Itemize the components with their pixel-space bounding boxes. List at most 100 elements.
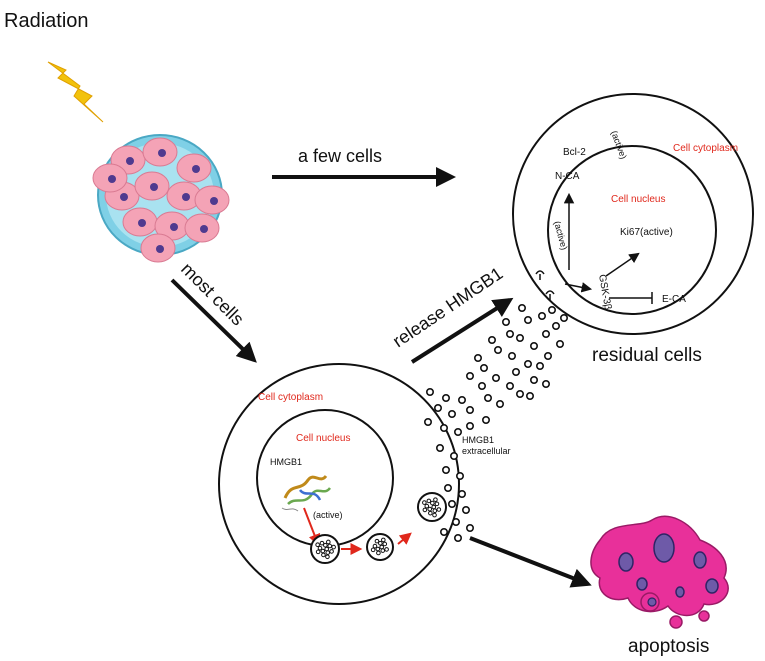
hmgb1-particle [449,451,458,460]
bcl2-label: Bcl-2 [563,147,586,158]
dish-cell-nucleus [210,197,218,205]
vesicle-content [315,549,321,555]
hmgb1-particles [423,303,568,542]
vesicle-content [430,500,435,506]
vesicle-content [317,545,323,551]
hmgb1-particle [543,351,552,360]
hmgb1-particle [451,517,460,526]
hmgb1-particle [541,329,550,338]
hmgb1-particle [523,315,532,324]
hmgb1-particle [433,403,442,412]
hmgb1-releasing-cell: Cell cytoplasm Cell nucleus HMGB1 (activ… [218,363,460,605]
vesicle-content [380,548,386,553]
release-hmgb1-arrow [410,297,514,364]
cell-culture-dish [92,134,230,263]
vesicle-content [370,547,376,553]
vesicle-content [327,543,333,549]
dish-cell-nucleus [108,175,116,183]
hmgb1-particle [507,351,516,360]
hmgb1-particle [535,361,544,370]
hmgb1-particle [493,345,502,354]
vesicle-content [329,549,334,554]
vesicle-content [434,501,440,507]
residual-cell: Cell cytoplasm Cell nucleus (active) Bcl… [512,93,754,335]
ki67-label: Ki67(active) [620,227,673,238]
hmgb1-particle [555,339,564,348]
vesicle-content [376,550,381,556]
hmgb1-particle [559,313,568,322]
hmgb1-particle [491,373,500,382]
vesicle-content [326,539,331,545]
hmgb1-particle [537,311,546,320]
vesicle-content [436,507,442,512]
vesicle-content [428,510,433,516]
hmgb1-particle [501,317,510,326]
hmgb1-particle [455,471,464,480]
most-cells-arrow [170,278,257,363]
vesicle-content [372,543,378,549]
hmgb1-particle [465,371,474,380]
vesicle-content [378,540,383,546]
apoptosis-arrow [469,536,592,588]
hmgb1-particle [511,367,520,376]
vesicle-content [422,500,427,505]
vesicle-content [319,540,325,546]
residual-nucleus-label: Cell nucleus [611,194,665,205]
hmgb1-particle [479,363,488,372]
dish-cell-nucleus [120,193,128,201]
hmgb1-particle [525,391,534,400]
hmgb1-particle [487,335,496,344]
vesicle-content [325,554,330,560]
dish-cell-nucleus [156,245,164,253]
vesicle-content [331,544,336,550]
nucleus-label: Cell nucleus [296,433,350,444]
dish-cell-nucleus [126,157,134,165]
vesicle-content [374,538,380,544]
hmgb1-particle [465,405,474,414]
radiation-label: Radiation [4,10,89,32]
hmgb1-particle [457,489,466,498]
hmgb1-particle [529,375,538,384]
hmgb1-particle [523,359,532,368]
vesicle-content [315,542,320,548]
vesicle-content [422,507,428,513]
receptor-to-gsk-arrow [564,282,593,293]
hmgb1-receptor-icon [535,270,545,280]
vesicle-exit-arrow [397,532,412,545]
hmgb1-particle [473,353,482,362]
vesicle-content [384,547,389,552]
dish-cell-nucleus [158,149,166,157]
hmgb1-particle [439,527,448,536]
hmgb1-particle [505,329,514,338]
vesicle-content [426,498,432,504]
vesicle-content [427,506,433,512]
hmgb1-particle [495,399,504,408]
vesicle-content [382,541,388,547]
hmgb1-particle [517,303,526,312]
hmgb1-particle [505,381,514,390]
cytoplasm-label: Cell cytoplasm [258,392,323,403]
hmgb1-particle [465,421,474,430]
dish-cell-nucleus [182,193,190,201]
hmgb1-particle [461,505,470,514]
dish-cell-nucleus [150,183,158,191]
hmgb1-particle [453,533,462,542]
hmgb1-extracellular-label: HMGB1 [462,435,494,445]
hmgb1-particle [477,381,486,390]
vesicle-content [432,512,437,518]
vesicle-content [325,550,331,555]
hmgb1-protein-icon [281,474,331,512]
dish-cell-nucleus [138,219,146,227]
hmgb1-particle [435,443,444,452]
hmgb1-particle [447,499,456,508]
hmgb1-particle [453,427,462,436]
hmgb1-particle [541,379,550,388]
hmgb1-receptor-icon-2 [545,290,555,300]
vesicle-content [433,497,438,502]
hmgb1-particle [441,465,450,474]
dish-cell-nucleus [200,225,208,233]
vesicle-content [381,537,386,543]
dish-cell-nucleus [192,165,200,173]
hmgb1-particle [481,415,490,424]
